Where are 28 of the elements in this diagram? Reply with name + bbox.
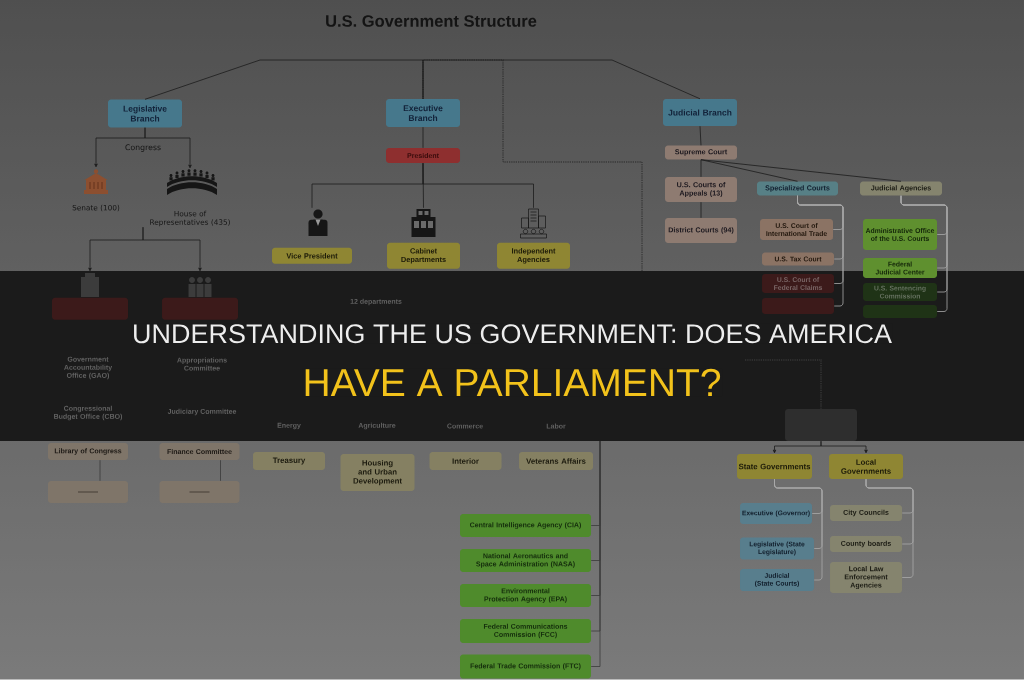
connector bbox=[797, 195, 844, 307]
building-icon bbox=[52, 273, 128, 320]
connector bbox=[699, 125, 702, 146]
connector bbox=[422, 162, 534, 209]
empty-box bbox=[159, 481, 240, 503]
people-icon bbox=[162, 277, 238, 320]
connector bbox=[422, 59, 701, 100]
connector bbox=[700, 159, 902, 182]
banner-title: HAVE A PARLIAMENT? bbox=[302, 368, 722, 397]
empty-box bbox=[48, 481, 128, 503]
connector bbox=[144, 127, 192, 169]
connector bbox=[422, 59, 643, 272]
empty-box bbox=[785, 409, 857, 441]
connector bbox=[142, 226, 202, 272]
connector bbox=[144, 59, 424, 100]
title: U.S. Government Structure bbox=[326, 15, 537, 27]
branch-box: Judicial Branch bbox=[663, 99, 737, 126]
connector bbox=[820, 440, 868, 454]
branch-box: Legislative Branch bbox=[108, 99, 182, 128]
connector bbox=[900, 195, 948, 312]
empty-box bbox=[762, 298, 834, 314]
connector bbox=[590, 440, 601, 667]
connector bbox=[774, 478, 823, 581]
connector bbox=[220, 459, 221, 482]
branch-box: Executive Branch bbox=[386, 99, 460, 127]
empty-box bbox=[863, 305, 937, 318]
banner-title: UNDERSTANDING THE US GOVERNMENT: DOES AMERICA bbox=[131, 323, 893, 344]
connector bbox=[865, 478, 914, 578]
